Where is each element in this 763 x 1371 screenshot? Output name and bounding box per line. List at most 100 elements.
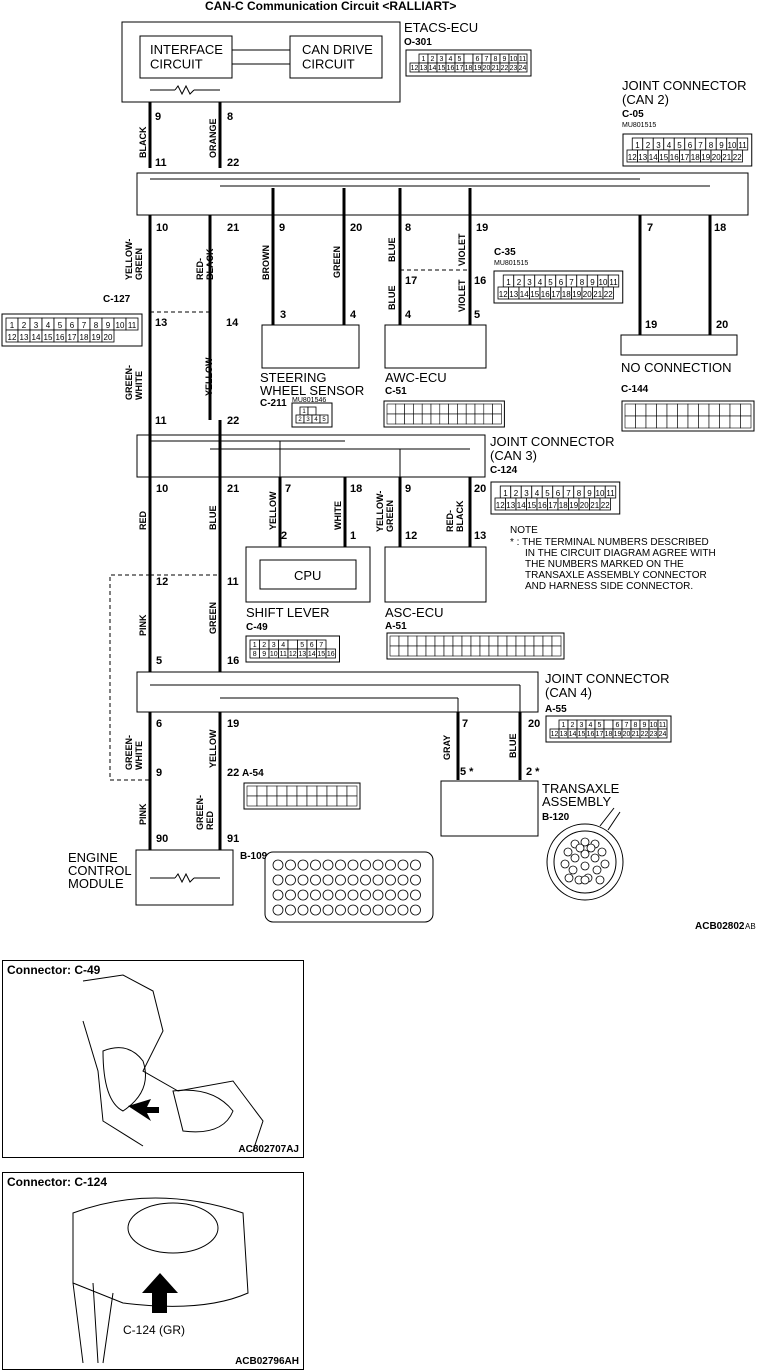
connector-pin-label: 12 [499, 290, 508, 299]
joint-connector-can4-box [136, 671, 539, 713]
connector-pin-label: 3 [306, 417, 310, 423]
svg-text:YELLOW: YELLOW [204, 357, 214, 396]
connector-pin-label: 5 [677, 141, 682, 150]
ecm-name1: ENGINE [68, 850, 118, 865]
photo-c124-code: ACB02796AH [235, 1356, 299, 1367]
svg-text:21: 21 [227, 222, 239, 234]
no-connection-box [620, 334, 738, 356]
svg-text:PINK: PINK [138, 614, 148, 636]
wire-white-label: WHITE [333, 501, 343, 530]
connector-pin-label: 15 [530, 290, 539, 299]
connector-pin-label: 2 [646, 141, 651, 150]
connector-pin-label: 18 [465, 65, 473, 72]
connector-pin-label: 12 [8, 333, 17, 342]
svg-text:8: 8 [405, 222, 411, 234]
connector-pin-label: 14 [649, 153, 658, 162]
connector-pin-label: 22 [501, 65, 509, 72]
b120-connector-face [546, 807, 624, 901]
connector-pin-label: 7 [82, 321, 87, 330]
svg-text:12: 12 [156, 576, 168, 588]
svg-text:20: 20 [716, 319, 728, 331]
asc-code: A-51 [385, 621, 407, 632]
connector-pin-label: 6 [688, 141, 693, 150]
connector-pin-label: 20 [104, 333, 113, 342]
c127-code: C-127 [103, 294, 131, 305]
c35-code: C-35 [494, 247, 516, 258]
svg-text:5: 5 [474, 309, 480, 321]
svg-text:BLUE: BLUE [208, 506, 218, 531]
joint-connector-can2-box [136, 172, 749, 216]
svg-text:16: 16 [227, 655, 239, 667]
connector-pin-label: 14 [520, 290, 529, 299]
steering-name1: STEERING [260, 370, 326, 385]
connector-pin-label: 10 [510, 56, 518, 63]
connector-pin-label: 15 [44, 333, 53, 342]
connector-pin-label: 14 [308, 651, 316, 658]
svg-text:17: 17 [405, 275, 417, 287]
connector-pin-label: 9 [262, 651, 266, 658]
transaxle-assembly-box [440, 780, 539, 837]
connector-pin-label: 10 [650, 722, 658, 729]
svg-text:21: 21 [227, 483, 239, 495]
connector-pin-label: 15 [527, 501, 536, 510]
wire-blue-label: BLUE [387, 238, 397, 263]
connector-pin-label: 12 [496, 501, 505, 510]
steering-wheel-sensor-box [261, 324, 360, 369]
connector-pin-label: 22 [604, 290, 613, 299]
asc-name: ASC-ECU [385, 605, 444, 620]
connector-pin-label: 13 [560, 731, 568, 738]
awc-code: C-51 [385, 386, 407, 397]
connector-pin-label: 11 [280, 651, 287, 658]
shift-lever-code: C-49 [246, 622, 268, 633]
connector-pin-label: 22 [601, 501, 610, 510]
svg-text:RED: RED [138, 510, 148, 530]
svg-text:91: 91 [227, 833, 239, 845]
can2-name2: (CAN 2) [622, 92, 669, 107]
svg-text:RED-BLACK: RED-BLACK [445, 500, 465, 532]
connector-pin-label: 10 [270, 651, 278, 658]
connector-pin-label: 10 [599, 278, 608, 287]
connector-pin-label: 5 [545, 489, 550, 498]
asc-ecu-box [384, 546, 487, 603]
connector-pin-label: 1 [562, 722, 566, 729]
svg-text:6: 6 [156, 718, 162, 730]
svg-text:2 *: 2 * [526, 766, 540, 778]
connector-pin-label: 17 [680, 153, 689, 162]
connector-pin-label: 15 [659, 153, 668, 162]
svg-text:* : THE TERMINAL NUMBERS DESCR: * : THE TERMINAL NUMBERS DESCRIBED [510, 537, 709, 548]
connector-pin-label: 9 [719, 141, 724, 150]
svg-text:18: 18 [350, 483, 362, 495]
connector-pin-label: 23 [510, 65, 518, 72]
connector-pin-label: 10 [116, 321, 125, 330]
wire-yellow-green-label: YELLOW-GREEN [124, 239, 144, 280]
etacs-ecu-name: ETACS-ECU [404, 20, 478, 35]
connector-pin-label: 8 [634, 722, 638, 729]
svg-text:IN THE CIRCUIT DIAGRAM AGREE W: IN THE CIRCUIT DIAGRAM AGREE WITH [525, 548, 716, 559]
svg-text:11: 11 [155, 157, 167, 169]
connector-pin-label: 15 [578, 731, 586, 738]
svg-text:8: 8 [227, 111, 233, 123]
svg-text:VIOLET: VIOLET [457, 279, 467, 312]
interface-circuit-block [139, 35, 233, 79]
connector-pin-label: 16 [327, 651, 335, 658]
wire-orange-label: ORANGE [208, 118, 218, 158]
connector-pin-label: 13 [298, 651, 306, 658]
connector-pin-label: 6 [310, 642, 314, 649]
connector-pin-label: 19 [92, 333, 101, 342]
connector-pin-label: 17 [456, 65, 464, 72]
connector-pin-label: 12 [551, 731, 559, 738]
connector-pin-label: 7 [485, 56, 489, 63]
joint-connector-can3-box [136, 434, 486, 478]
svg-text:5 *: 5 * [460, 766, 474, 778]
svg-text:12: 12 [405, 530, 417, 542]
connector-pin-label: 9 [590, 278, 595, 287]
svg-text:TRANSAXLE ASSEMBLY CONNECTOR: TRANSAXLE ASSEMBLY CONNECTOR [525, 570, 707, 581]
connector-pin-label: 18 [605, 731, 613, 738]
connector-pin-label: 1 [302, 409, 306, 415]
svg-text:PINK: PINK [138, 803, 148, 825]
can4-name2: (CAN 4) [545, 685, 592, 700]
connector-pin-label: 3 [524, 489, 529, 498]
c124-location-illustration [72, 1197, 249, 1364]
